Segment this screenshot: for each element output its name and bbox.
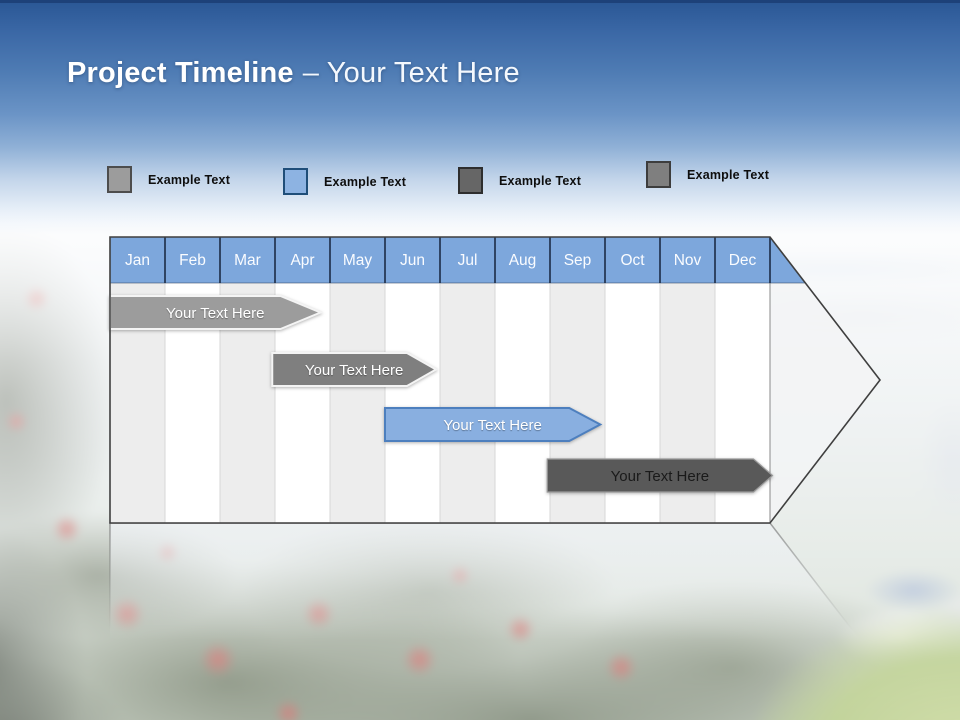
timeline-reflection [109, 522, 881, 720]
month-label: Aug [509, 252, 537, 269]
month-label: Mar [234, 252, 261, 269]
timeline-bar-label: Your Text Here [166, 305, 264, 322]
month-column [330, 283, 385, 523]
month-label: Jan [125, 252, 150, 269]
title-band [0, 0, 960, 235]
timeline-bar-label: Your Text Here [611, 468, 709, 485]
month-label: Jul [458, 252, 478, 269]
month-column [440, 283, 495, 523]
timeline-arrow-outline [109, 236, 882, 524]
month-label: Sep [564, 252, 592, 269]
month-label: Oct [620, 252, 645, 269]
month-label: Jun [400, 252, 425, 269]
timeline-bar [546, 458, 774, 493]
timeline-bar-label: Your Text Here [305, 362, 403, 379]
title-main: Project Timeline [67, 57, 294, 89]
timeline-bar [384, 407, 603, 442]
month-label: May [343, 252, 373, 269]
month-label: Nov [674, 252, 702, 269]
month-column [385, 283, 440, 523]
title-subtitle: – Your Text Here [302, 57, 520, 89]
month-label: Apr [290, 252, 314, 269]
month-label: Dec [729, 252, 757, 269]
month-column [495, 283, 550, 523]
timeline-bar [271, 352, 439, 387]
month-label: Feb [179, 252, 206, 269]
timeline-bar-label: Your Text Here [443, 417, 541, 434]
timeline-header [110, 237, 806, 283]
slide-title: Project Timeline– Your Text Here [67, 56, 520, 91]
